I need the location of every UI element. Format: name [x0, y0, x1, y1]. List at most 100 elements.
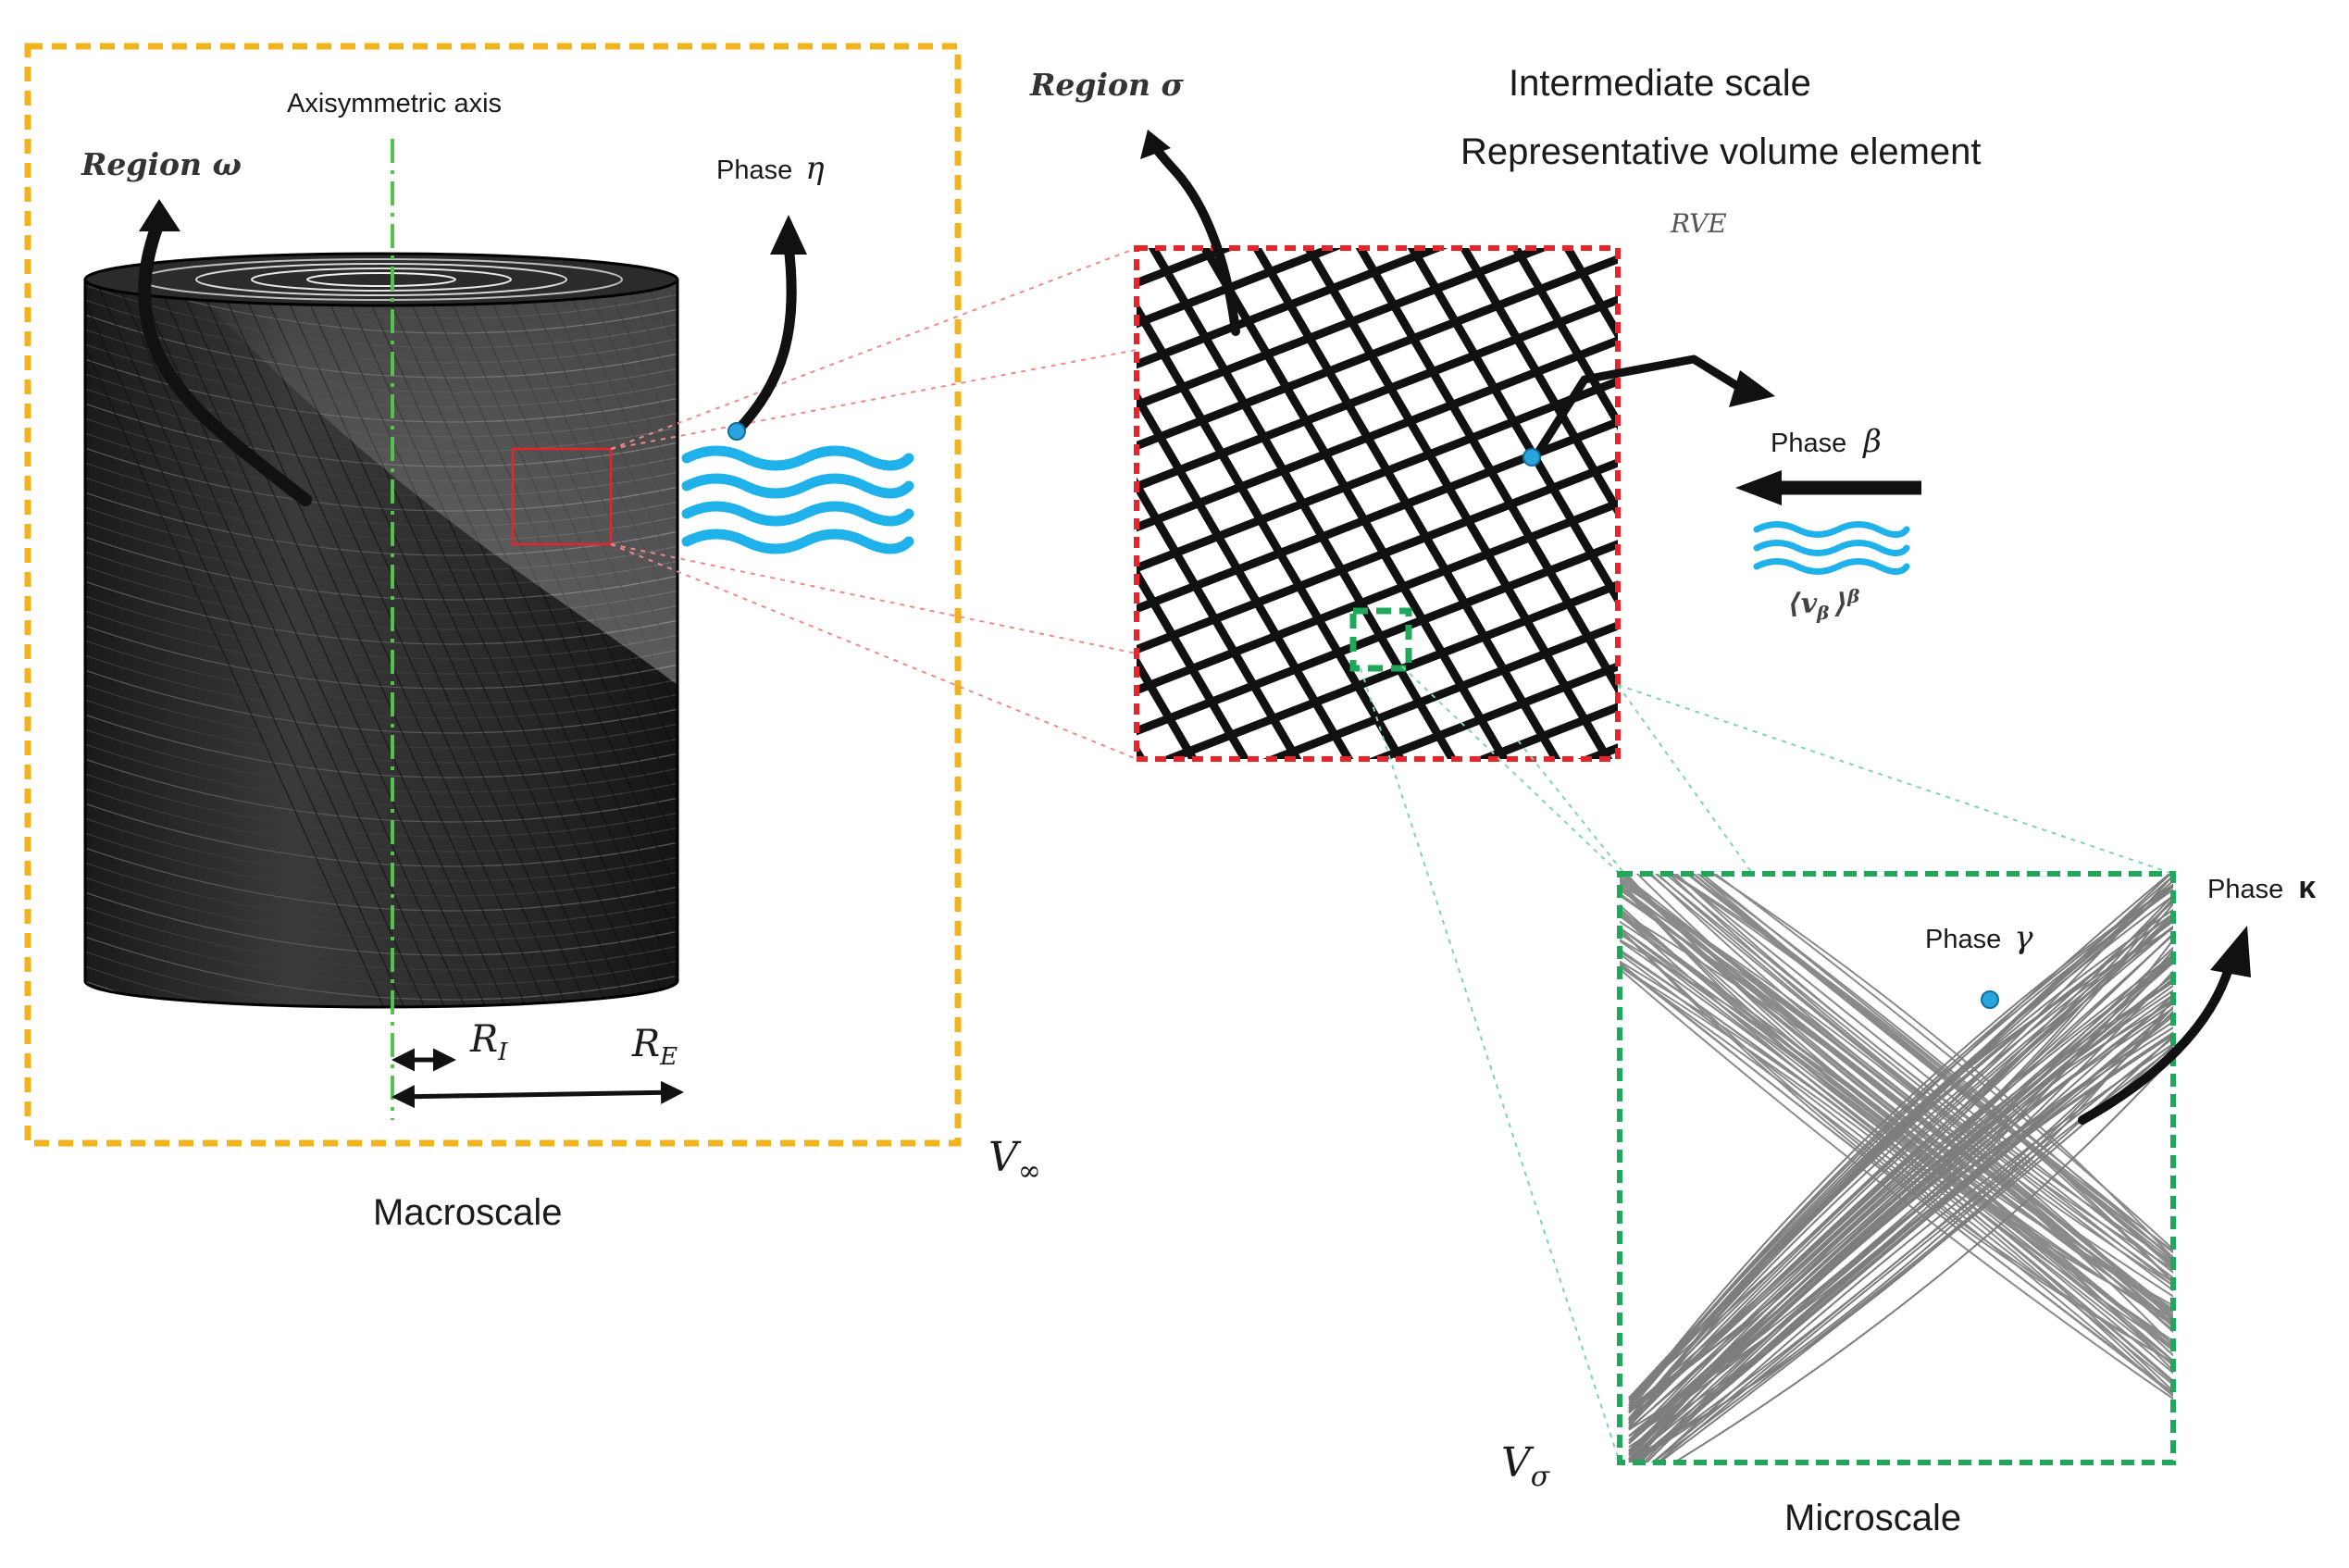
cylinder-winding-line — [85, 888, 677, 956]
rve-fiber-a — [1064, 1251, 1684, 1492]
micro-fiber-bundle-1 — [1620, 963, 2173, 1396]
micro-fiber-bundle-1 — [1713, 874, 2173, 1251]
phase-eta-arrow — [731, 240, 797, 437]
rve-fiber-b — [1738, 185, 2118, 833]
cylinder-winding-line — [74, 1096, 703, 1163]
rve-fiber-a — [1064, 926, 1684, 1166]
rve-selection-box — [1349, 607, 1412, 672]
fluid-waves-macro — [681, 445, 914, 554]
region-sigma-label: Region σ — [1030, 67, 1184, 103]
micro-fiber-bundle-2 — [1628, 888, 2173, 1409]
cylinder-winding-line — [85, 666, 677, 734]
cylinder-winding-line — [85, 769, 677, 838]
cylinder-cross-line — [138, 254, 491, 1007]
micro-fiber-bundle-1 — [1674, 874, 2173, 1264]
micro-fiber-bundle-2 — [1628, 883, 2173, 1407]
phase-kappa-symbol: κ — [2298, 870, 2317, 905]
rve-fiber-b — [1137, 388, 1354, 759]
rve-fiber-b — [1137, 566, 1250, 759]
cylinder-cross-line — [811, 241, 1162, 1018]
micro-fiber-bundle-2 — [1628, 959, 2173, 1445]
volume-sigma-label: Vσ — [1501, 1439, 1549, 1493]
rve-fiber-b — [1137, 300, 1406, 759]
rve-fiber-a — [1064, 1048, 1684, 1288]
cylinder-winding-line — [74, 1066, 703, 1133]
phase-beta-label: Phase β — [1771, 423, 1882, 460]
micro-fiber-bundle-1 — [1685, 874, 2173, 1268]
cylinder-winding-line — [74, 1022, 703, 1089]
velocity-average-label: ⟨vβ⟩β — [1788, 585, 1860, 624]
micro-fiber-bundle-2 — [1635, 1012, 2173, 1462]
intermediate-scale-title: Intermediate scale — [1509, 63, 1811, 104]
rve-fiber-a — [1137, 377, 1618, 573]
cylinder-cross-line — [647, 254, 677, 1007]
macroscale-label: Macroscale — [373, 1192, 563, 1233]
phase-beta-point — [1522, 448, 1541, 467]
micro-fiber-bundle-1 — [1655, 874, 2173, 1284]
cylinder-cross-line — [158, 254, 512, 1007]
micro-fiber-bundle-2 — [1628, 893, 2173, 1411]
ri-sub: I — [498, 1039, 508, 1066]
rve-frame — [1134, 245, 1621, 762]
micro-fiber-bundle-2 — [1628, 993, 2173, 1461]
cylinder-winding-line — [85, 710, 677, 778]
micro-fiber-bundle-2 — [1628, 932, 2173, 1430]
cylinder-cross-line — [831, 241, 1183, 1018]
rve-fiber-grid — [702, 185, 2349, 1492]
rve-fiber-b — [1407, 248, 1618, 608]
cylinder-winding-line — [85, 962, 677, 1007]
rve-full-title: Representative volume element — [1460, 131, 1982, 172]
rve-fiber-b — [1251, 248, 1561, 759]
rve-fiber-b — [1945, 185, 2325, 833]
volume-sigma-main: V — [1501, 1439, 1531, 1487]
micro-fiber-bundle-1 — [1620, 878, 2173, 1320]
micro-fiber-bundle-1 — [1700, 874, 2173, 1254]
region-omega-label: Region ω — [81, 146, 242, 182]
cylinder-winding-line — [85, 843, 677, 912]
rve-fiber-b — [1355, 248, 1618, 696]
micro-fiber-bundle-2 — [1628, 974, 2173, 1451]
rve-fiber-a — [1137, 248, 1344, 329]
phase-eta-label: Phase η — [716, 150, 825, 187]
cylinder-winding-line — [85, 799, 677, 867]
ri-main: R — [470, 1018, 499, 1061]
rve-fiber-a — [1064, 1129, 1684, 1370]
rve-fiber-a — [1064, 885, 1684, 1126]
macro-selection-box — [511, 447, 613, 546]
phase-eta-point — [727, 422, 746, 441]
rve-fiber-a — [1064, 803, 1684, 1044]
phase-eta-symbol: η — [805, 150, 825, 187]
micro-fiber-bundle-2 — [1652, 1042, 2173, 1462]
phase-kappa-label: Phase κ — [2207, 870, 2316, 906]
micro-fiber-bundle-1 — [1692, 874, 2173, 1259]
phase-beta-pointer-arrow — [1531, 355, 1752, 461]
phase-gamma-symbol: γ — [2014, 919, 2033, 956]
micro-fiber-bundle-2 — [1628, 913, 2173, 1422]
cylinder-winding-line — [85, 902, 677, 971]
rve-fiber-b — [1894, 185, 2273, 833]
cylinder-winding-line — [85, 917, 677, 986]
cylinder-winding-line — [85, 932, 677, 1001]
rve-fiber-b — [2049, 185, 2349, 833]
rve-fiber-a — [1064, 763, 1684, 1003]
rve-fiber-a — [1137, 248, 1553, 410]
micro-fiber-bundle-2 — [1672, 1055, 2173, 1462]
re-arrow — [392, 1080, 684, 1109]
rve-fiber-a — [1064, 1089, 1684, 1329]
microscale-frame — [1617, 871, 2176, 1465]
rve-fiber-b — [702, 185, 1081, 833]
micro-fiber-bundle-2 — [1628, 961, 2173, 1445]
axisymmetric-axis-label: Axisymmetric axis — [287, 89, 503, 118]
region-sigma-arrow — [1148, 139, 1240, 336]
micro-fiber-bundle-2 — [1656, 1046, 2173, 1462]
micro-fiber-bundle-2 — [1628, 925, 2173, 1427]
cylinder-winding-line — [85, 725, 677, 793]
velocity-sub: β — [1817, 602, 1830, 624]
micro-fiber-bundle-2 — [1628, 917, 2173, 1423]
cylinder-cross-line — [199, 254, 553, 1007]
rve-fiber-b — [1148, 248, 1458, 759]
cylinder-winding-line — [85, 873, 677, 941]
micro-fiber-bundle-2 — [1628, 884, 2173, 1407]
rve-fiber-b — [1997, 185, 2349, 833]
